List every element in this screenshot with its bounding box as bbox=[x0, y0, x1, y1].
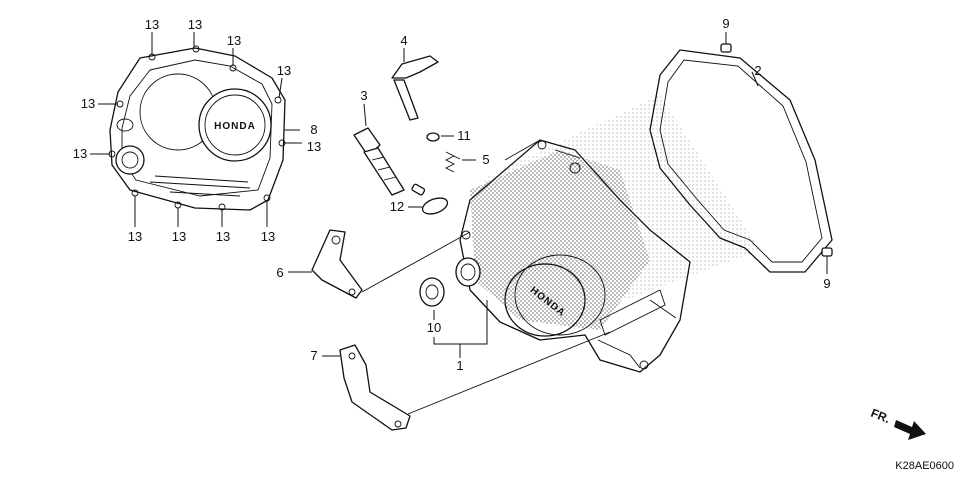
callout-13: 13 bbox=[172, 229, 186, 244]
diagram-code: K28AE0600 bbox=[895, 460, 954, 472]
crankcase-cover-assembly-small: HONDA bbox=[108, 45, 286, 211]
oil-seal-and-bearing bbox=[419, 257, 488, 358]
callout-13: 13 bbox=[216, 229, 230, 244]
front-direction-indicator: FR. bbox=[869, 406, 926, 440]
callout-12: 12 bbox=[390, 199, 404, 214]
callout-13: 13 bbox=[81, 96, 95, 111]
callout-13: 13 bbox=[307, 139, 321, 154]
front-label: FR. bbox=[869, 406, 892, 426]
callout-13: 13 bbox=[188, 17, 202, 32]
bracket-7 bbox=[322, 331, 611, 431]
callout-1: 1 bbox=[456, 358, 463, 373]
washer-and-spring bbox=[426, 132, 476, 173]
callout-9: 9 bbox=[823, 276, 830, 291]
other-leaders bbox=[284, 71, 759, 131]
callout-2: 2 bbox=[754, 63, 761, 78]
callout-5: 5 bbox=[482, 152, 489, 167]
o-ring bbox=[408, 197, 449, 215]
callout-11: 11 bbox=[457, 128, 471, 143]
projection-shading bbox=[470, 95, 760, 330]
callout-4: 4 bbox=[400, 33, 407, 48]
callout-13: 13 bbox=[128, 229, 142, 244]
dowel-pins bbox=[720, 32, 833, 274]
callout-13: 13 bbox=[261, 229, 275, 244]
callout-13: 13 bbox=[227, 33, 241, 48]
callout-13: 13 bbox=[73, 146, 87, 161]
callout-9: 9 bbox=[722, 16, 729, 31]
callout-10: 10 bbox=[427, 320, 441, 335]
oil-filler-plug bbox=[353, 103, 426, 196]
front-arrow-icon bbox=[894, 420, 926, 440]
callout-labels: 13 13 13 13 13 13 8 13 13 13 13 13 4 3 1… bbox=[73, 16, 831, 373]
brand-logo-small: HONDA bbox=[214, 121, 256, 132]
cover-gasket bbox=[649, 49, 833, 273]
callout-7: 7 bbox=[310, 348, 317, 363]
clutch-lever-arm bbox=[391, 48, 439, 121]
bolt-leaders bbox=[90, 32, 302, 227]
callout-8: 8 bbox=[310, 122, 317, 137]
callout-6: 6 bbox=[276, 265, 283, 280]
bracket-6 bbox=[288, 229, 471, 299]
callout-13: 13 bbox=[145, 17, 159, 32]
callout-13: 13 bbox=[277, 63, 291, 78]
callout-3: 3 bbox=[360, 88, 367, 103]
